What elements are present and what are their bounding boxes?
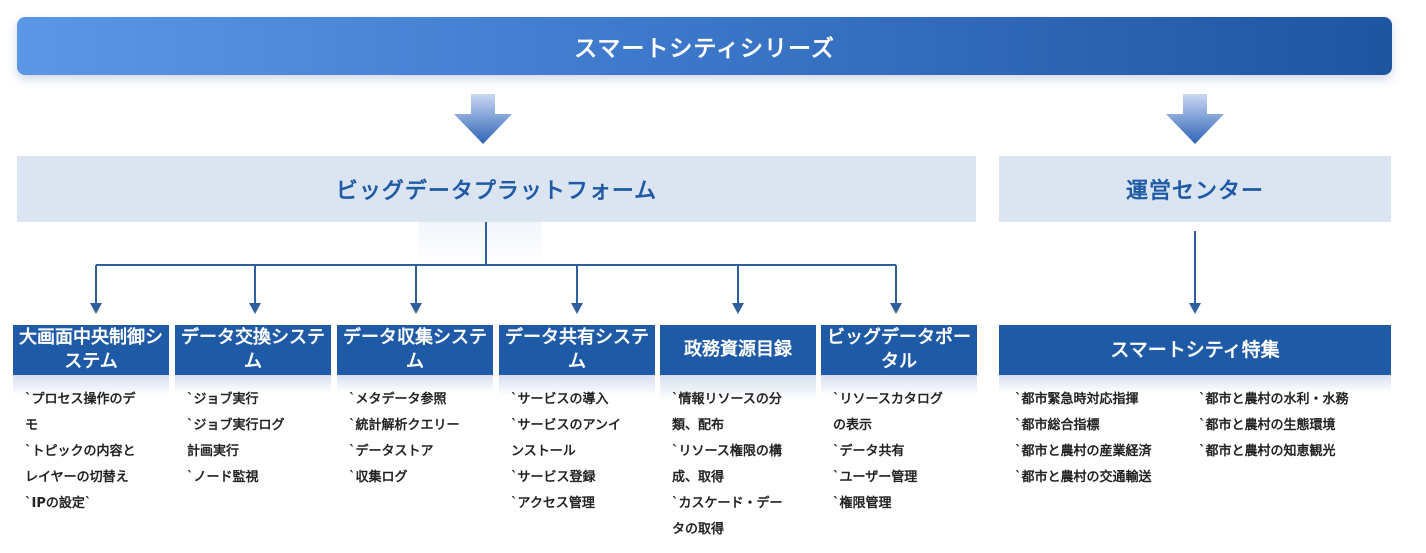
smart-city-item: `都市総合指標 (1015, 418, 1100, 433)
module-item: `リソース権限の構 (672, 444, 782, 459)
module-item: `データストア (349, 444, 434, 459)
smart-city-right-column: `都市と農村の水利・水務 `都市と農村の生態環境 `都市と農村の知恵観光 (1199, 387, 1383, 491)
module-item: `プロセス操作のデ (25, 392, 136, 407)
module-item: `サービスの導入 (511, 392, 609, 407)
module-item: `ノード監視 (187, 470, 259, 485)
module-item: `データ共有 (833, 444, 905, 459)
module-item: タの取得 (672, 522, 725, 537)
module-item: `リソースカタログ (833, 392, 943, 407)
module-item: `アクセス管理 (511, 496, 595, 511)
platform-title: ビッグデータプラットフォーム (335, 179, 658, 204)
module-card-government-catalog: 政務資源目録 `情報リソースの分 類、配布 `リソース権限の構 成、取得 `カス… (660, 325, 816, 551)
module-card-data-sharing: データ共有システム `サービスの導入 `サービスのアンイ ンストール `サービス… (499, 325, 655, 525)
connector-gap (418, 222, 542, 264)
smart-city-item: `都市と農村の生態環境 (1199, 418, 1336, 433)
module-item: `ジョブ実行ログ (187, 418, 285, 433)
module-card-big-data-portal: ビッグデータポータル `リソースカタログ の表示 `データ共有 `ユーザー管理 … (821, 325, 977, 525)
module-item: `サービスのアンイ (511, 418, 621, 433)
smart-city-title: スマートシティ特集 (999, 325, 1391, 375)
smart-city-item: `都市と農村の交通輸送 (1015, 470, 1152, 485)
module-item: `統計解析クエリー (349, 418, 460, 433)
module-title: ビッグデータポータル (821, 325, 977, 375)
module-title: 政務資源目録 (660, 325, 816, 375)
module-card-large-screen: 大画面中央制御システム `プロセス操作のデ モ `トピックの内容と レイヤーの切… (13, 325, 169, 525)
module-card-data-exchange: データ交換システム `ジョブ実行 `ジョブ実行ログ 計画実行 `ノード監視 (175, 325, 331, 499)
module-title: データ収集システム (337, 325, 493, 375)
module-title: データ共有システム (499, 325, 655, 375)
module-title: 大画面中央制御システム (13, 325, 169, 375)
module-item: 類、配布 (672, 418, 725, 433)
module-item: モ (25, 418, 39, 433)
smart-city-item: `都市緊急時対応指揮 (1015, 392, 1139, 407)
module-item: レイヤーの切替え (25, 470, 129, 485)
module-item: `権限管理 (833, 496, 892, 511)
module-item: 計画実行 (187, 444, 240, 459)
module-item: `収集ログ (349, 470, 408, 485)
arrow-down-icon (1166, 94, 1224, 144)
module-item: `情報リソースの分 (672, 392, 782, 407)
big-data-platform-box: ビッグデータプラットフォーム (17, 156, 976, 222)
module-item: ンストール (511, 444, 576, 459)
module-item: `カスケード・デー (672, 496, 783, 511)
module-title: データ交換システム (175, 325, 331, 375)
module-card-data-collection: データ収集システム `メタデータ参照 `統計解析クエリー `データストア `収集… (337, 325, 493, 499)
module-item: `サービス登録 (511, 470, 596, 485)
smart-city-item: `都市と農村の知恵観光 (1199, 444, 1336, 459)
smart-city-left-column: `都市緊急時対応指揮 `都市総合指標 `都市と農村の産業経済 `都市と農村の交通… (1015, 387, 1199, 491)
smart-city-feature-card: スマートシティ特集 `都市緊急時対応指揮 `都市総合指標 `都市と農村の産業経済… (999, 325, 1391, 499)
module-item: `ユーザー管理 (833, 470, 918, 485)
module-item: `トピックの内容と (25, 444, 136, 459)
series-title-banner: スマートシティシリーズ (17, 17, 1392, 75)
series-title: スマートシティシリーズ (574, 36, 835, 62)
module-item: `ジョブ実行 (187, 392, 259, 407)
module-item: 成、取得 (672, 470, 725, 485)
smart-city-item: `都市と農村の水利・水務 (1199, 392, 1349, 407)
module-item: `メタデータ参照 (349, 392, 447, 407)
module-item: の表示 (833, 418, 873, 433)
operations-center-title: 運営センター (1125, 179, 1264, 204)
smart-city-item: `都市と農村の産業経済 (1015, 444, 1152, 459)
arrow-down-icon (454, 94, 512, 144)
module-item: `IPの設定` (25, 496, 92, 511)
operations-center-box: 運営センター (999, 156, 1391, 222)
